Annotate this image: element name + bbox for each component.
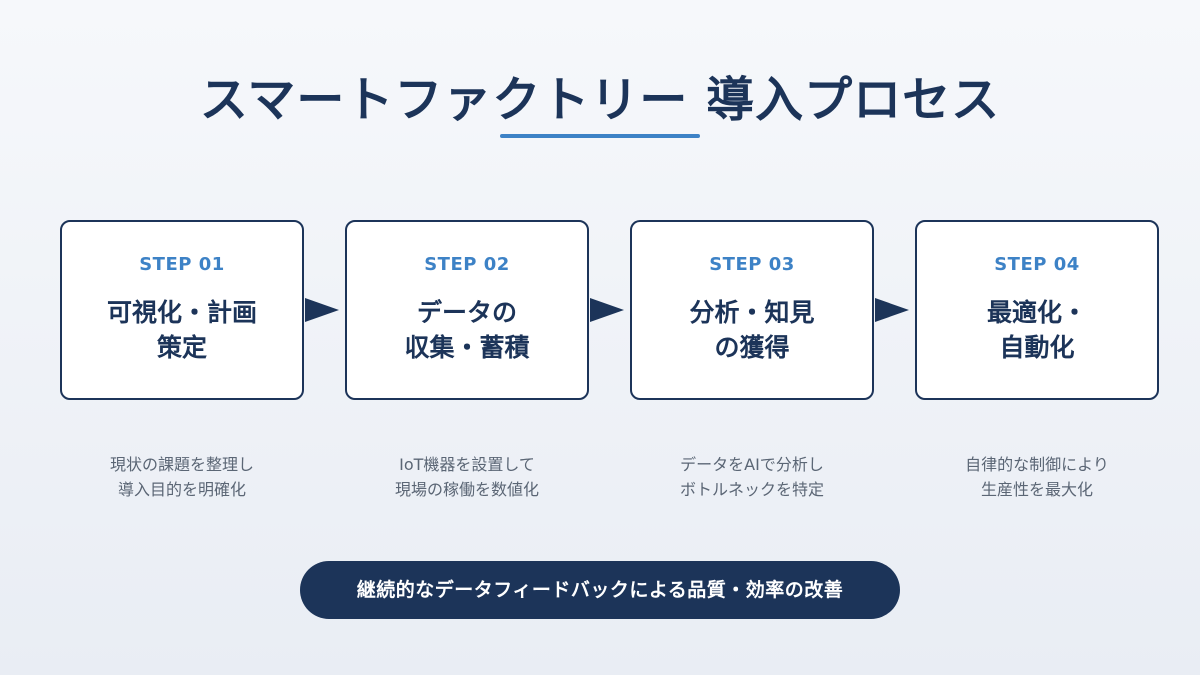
step-box-01: STEP 01 可視化・計画 策定 [60,220,304,400]
step-desc-line-1: 自律的な制御により [965,455,1109,474]
step-name-line-2: 収集・蓄積 [404,333,530,362]
step-name: 最適化・ 自動化 [917,295,1157,365]
step-desc-line-2: 導入目的を明確化 [117,480,246,499]
step-description-01: 現状の課題を整理し 導入目的を明確化 [60,452,304,502]
step-desc-line-2: 現場の稼働を数値化 [394,480,539,499]
arrow-right-icon [305,298,339,322]
step-label: STEP 02 [424,254,510,275]
step-desc-line-1: 現状の課題を整理し [109,455,254,474]
step-desc-line-1: IoT機器を設置して [399,455,535,474]
step-name: データの 収集・蓄積 [347,295,587,365]
step-description-04: 自律的な制御により 生産性を最大化 [915,452,1159,502]
step-name-line-2: の獲得 [714,333,790,362]
step-box-02: STEP 02 データの 収集・蓄積 [345,220,589,400]
step-name: 分析・知見 の獲得 [632,295,872,365]
step-desc-line-2: ボトルネックを特定 [679,480,824,499]
step-description-03: データをAIで分析し ボトルネックを特定 [630,452,874,502]
step-desc-line-1: データをAIで分析し [680,455,824,474]
step-label: STEP 01 [139,254,225,275]
step-desc-line-2: 生産性を最大化 [980,480,1093,499]
step-box-04: STEP 04 最適化・ 自動化 [915,220,1159,400]
step-name-line-2: 策定 [156,333,207,362]
arrow-right-icon [875,298,909,322]
title-underline [500,134,700,138]
step-description-02: IoT機器を設置して 現場の稼働を数値化 [345,452,589,502]
step-name-line-2: 自動化 [999,333,1075,362]
step-name-line-1: データの [416,298,517,327]
step-label: STEP 04 [994,254,1080,275]
step-name-line-1: 分析・知見 [689,298,815,327]
step-box-03: STEP 03 分析・知見 の獲得 [630,220,874,400]
step-name-line-1: 可視化・計画 [106,298,257,327]
page-title: スマートファクトリー 導入プロセス [199,72,1001,128]
feedback-banner: 継続的なデータフィードバックによる品質・効率の改善 [300,561,900,619]
arrow-right-icon [590,298,624,322]
step-name: 可視化・計画 策定 [62,295,302,365]
step-name-line-1: 最適化・ [986,298,1087,327]
step-label: STEP 03 [709,254,795,275]
